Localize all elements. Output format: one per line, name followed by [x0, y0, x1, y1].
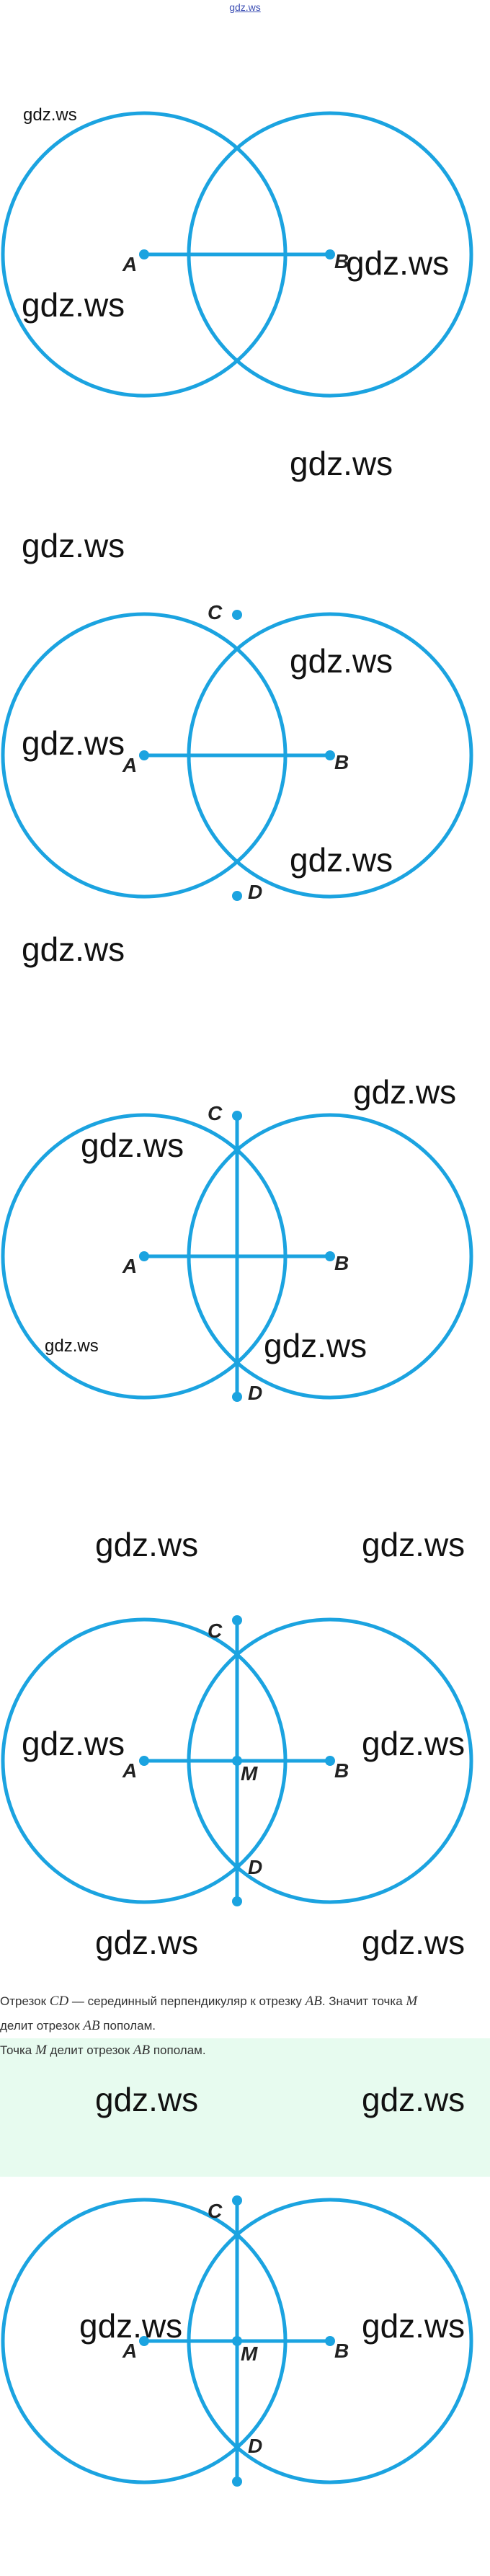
svg-text:A: A: [122, 2340, 137, 2362]
watermark: gdz.ws: [362, 2307, 466, 2345]
label-a: A: [122, 253, 137, 275]
site-link[interactable]: gdz.ws: [229, 1, 261, 13]
explanation-text: Отрезок CD — серединный перпендикуляр к …: [0, 1994, 418, 2033]
svg-text:M: M: [241, 2342, 258, 2365]
watermark: gdz.ws: [95, 2081, 199, 2118]
figure-2-drawing: A B C D: [1, 602, 473, 903]
svg-text:A: A: [122, 1759, 137, 1782]
watermark: gdz.ws: [264, 1327, 368, 1364]
svg-text:B: B: [334, 1759, 349, 1782]
watermark: gdz.ws: [353, 1073, 457, 1111]
watermark: gdz.ws: [362, 1725, 466, 1762]
svg-text:C: C: [208, 1103, 223, 1124]
watermark: gdz.ws: [362, 1526, 466, 1563]
watermark: gdz.ws: [22, 527, 125, 564]
watermark: gdz.ws: [22, 931, 125, 968]
answer-text: Точка M делит отрезок AB пополам.: [0, 2043, 206, 2058]
svg-text:C: C: [208, 1620, 223, 1642]
watermark: gdz.ws: [22, 724, 125, 762]
watermark: gdz.ws: [45, 1336, 99, 1356]
answer-box: Точка M делит отрезок AB пополам.: [0, 2038, 490, 2177]
figure-1-drawing: A B: [1, 111, 473, 398]
svg-text:B: B: [334, 1252, 349, 1274]
svg-text:C: C: [208, 2200, 223, 2222]
label-b: B: [334, 250, 349, 272]
figure-3-drawing: A B C D: [1, 1103, 473, 1404]
watermark: gdz.ws: [23, 105, 77, 125]
watermark: gdz.ws: [95, 1526, 199, 1563]
svg-text:D: D: [248, 2435, 262, 2457]
watermark: gdz.ws: [362, 1924, 466, 1961]
figure-1: A B: [0, 101, 490, 418]
watermark: gdz.ws: [362, 2081, 466, 2118]
point-b: [325, 249, 335, 259]
figure-5-drawing: A B C D M: [1, 2195, 473, 2487]
watermark: gdz.ws: [290, 642, 393, 680]
svg-text:M: M: [241, 1762, 258, 1785]
figure-5: A B C D M: [0, 2188, 490, 2505]
svg-text:D: D: [248, 1856, 262, 1878]
svg-text:D: D: [248, 1382, 262, 1404]
figure-3: A B C D: [0, 1103, 490, 1420]
watermark: gdz.ws: [290, 445, 393, 482]
svg-text:D: D: [248, 881, 262, 903]
svg-text:B: B: [334, 2340, 349, 2362]
point-a: [139, 249, 149, 259]
figure-4-drawing: A B C D M: [1, 1615, 473, 1906]
watermark: gdz.ws: [95, 1924, 199, 1961]
watermark: gdz.ws: [290, 841, 393, 879]
watermark: gdz.ws: [81, 1127, 184, 1164]
svg-text:A: A: [122, 754, 137, 776]
figure-2: A B C D: [0, 602, 490, 919]
watermark: gdz.ws: [79, 2307, 183, 2345]
svg-text:A: A: [122, 1255, 137, 1277]
watermark: gdz.ws: [22, 286, 125, 324]
watermark: gdz.ws: [22, 1725, 125, 1762]
figure-4: A B C D M: [0, 1607, 490, 1924]
svg-text:C: C: [208, 602, 223, 623]
svg-text:B: B: [334, 751, 349, 773]
watermark: gdz.ws: [346, 244, 450, 282]
